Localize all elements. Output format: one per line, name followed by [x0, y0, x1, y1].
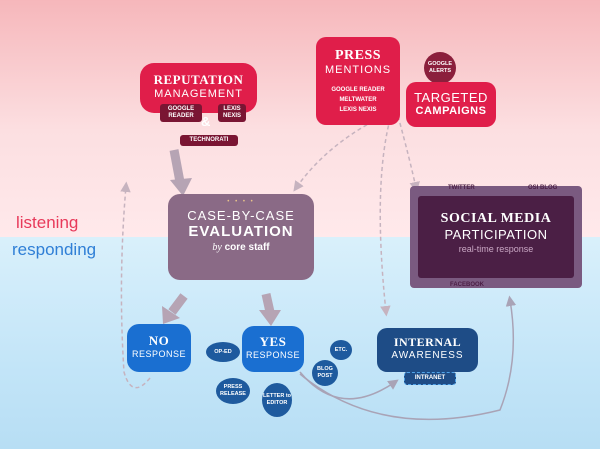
- yes-title: YES: [259, 334, 287, 349]
- osi-blog-label: OSI BLOG: [528, 185, 558, 191]
- op-ed-tab: OP-ED: [206, 342, 240, 362]
- blog-post-tab: BLOG POST: [312, 360, 338, 386]
- letter-to-editor-tab: LETTER to EDITOR: [262, 383, 292, 417]
- google-reader-tab: GOOGLE READER: [160, 104, 202, 122]
- etc-tab: ETC.: [330, 340, 352, 360]
- technorati-tab: TECHNORATI: [180, 135, 238, 146]
- press-subtitle: MENTIONS: [324, 64, 392, 76]
- evaluation-node: • • • • CASE-BY-CASE EVALUATION by core …: [168, 194, 314, 280]
- thick-arrow-reputation-to-evaluation: [169, 149, 192, 196]
- google-alerts-badge: GOOGLE ALERTS: [424, 52, 456, 84]
- twitter-label: TWITTER: [448, 185, 475, 191]
- press-source-lexis-nexis: LEXIS NEXIS: [339, 107, 377, 113]
- targeted-campaigns-node: TARGETED CAMPAIGNS: [406, 82, 496, 127]
- intranet-tab: INTRANET: [404, 372, 456, 385]
- ampersand: &: [201, 114, 211, 129]
- evaluation-line2: EVALUATION: [188, 223, 294, 240]
- social-line1: SOCIAL MEDIA: [440, 211, 552, 226]
- reputation-title: REPUTATION: [153, 72, 244, 87]
- social-media-node: SOCIAL MEDIA PARTICIPATION real-time res…: [418, 196, 574, 278]
- press-mentions-node: PRESS MENTIONS GOOGLE READER MELTWATER L…: [316, 37, 400, 125]
- arrow-yes-to-social: [299, 295, 517, 421]
- internal-awareness-node: INTERNAL AWARENESS: [377, 328, 478, 372]
- press-source-meltwater: MELTWATER: [339, 97, 377, 103]
- targeted-line1: TARGETED: [414, 90, 488, 105]
- targeted-line2: CAMPAIGNS: [415, 105, 487, 117]
- internal-title: INTERNAL: [393, 335, 462, 349]
- evaluation-staff: core staff: [224, 242, 270, 253]
- thick-arrow-evaluation-to-yes: [259, 293, 281, 326]
- social-line2: PARTICIPATION: [444, 227, 548, 242]
- reputation-subtitle: MANAGEMENT: [154, 88, 243, 100]
- no-response-node: NO RESPONSE: [127, 324, 191, 372]
- no-subtitle: RESPONSE: [131, 349, 186, 359]
- listening-label: listening: [16, 213, 79, 232]
- dashed-arrow-press-to-social: [397, 115, 420, 193]
- thick-arrow-evaluation-to-no: [162, 293, 188, 324]
- evaluation-ornament: • • • •: [227, 199, 255, 205]
- evaluation-line1: CASE-BY-CASE: [187, 208, 295, 223]
- dashed-arrow-no-loop-back: [120, 181, 151, 389]
- yes-subtitle: RESPONSE: [245, 350, 300, 360]
- evaluation-by: by: [212, 242, 222, 253]
- no-title: NO: [148, 333, 170, 348]
- dashed-arrow-press-to-internal: [379, 111, 393, 317]
- lexis-nexis-tab: LEXIS NEXIS: [218, 104, 246, 122]
- responding-label: responding: [12, 240, 97, 259]
- press-title: PRESS: [334, 48, 382, 63]
- facebook-label: FACEBOOK: [450, 282, 485, 288]
- press-release-tab: PRESS RELEASE: [216, 378, 250, 404]
- social-line3: real-time response: [458, 244, 534, 254]
- internal-subtitle: AWARENESS: [391, 350, 464, 361]
- press-source-google-reader: GOOGLE READER: [331, 87, 385, 93]
- yes-response-node: YES RESPONSE: [242, 326, 304, 372]
